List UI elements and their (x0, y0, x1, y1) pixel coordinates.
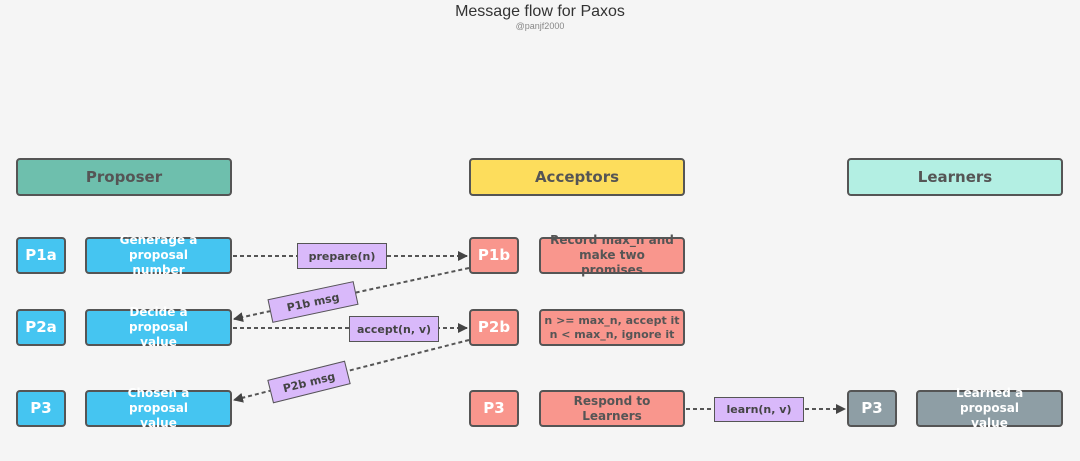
proposer-header: Proposer (16, 158, 232, 196)
diagram-credit: @panjf2000 (515, 21, 565, 31)
learn-message-label: learn(n, v) (714, 397, 804, 422)
acceptor-desc-p3: Respond to Learners (539, 390, 685, 427)
accept-message-label: accept(n, v) (349, 316, 439, 342)
proposer-desc-p3: Chosen a proposal value (85, 386, 232, 430)
acceptor-desc-p2b-line1: n >= max_n, accept it (544, 313, 680, 327)
acceptor-desc-p1b: Record max_n and make two promises (539, 233, 685, 277)
proposer-step-p3: P3 (16, 390, 66, 427)
proposer-desc-p1a: Generage a proposal number (85, 233, 232, 277)
acceptor-step-p2b: P2b (469, 309, 519, 346)
acceptor-desc-p2b: n >= max_n, accept it n < max_n, ignore … (539, 309, 685, 346)
learner-desc-p3: Learned a proposal value (916, 386, 1063, 430)
learner-step-p3: P3 (847, 390, 897, 427)
acceptors-header: Acceptors (469, 158, 685, 196)
proposer-desc-p2a: Decide a proposal value (85, 305, 232, 349)
prepare-message-label: prepare(n) (297, 243, 387, 269)
acceptor-step-p3: P3 (469, 390, 519, 427)
acceptor-step-p1b: P1b (469, 237, 519, 274)
proposer-step-p1a: P1a (16, 237, 66, 274)
p2b-msg-arrow (233, 339, 470, 403)
proposer-step-p2a: P2a (16, 309, 66, 346)
acceptor-desc-p2b-line2: n < max_n, ignore it (549, 327, 675, 341)
diagram-title: Message flow for Paxos (455, 3, 625, 20)
learners-header: Learners (847, 158, 1063, 196)
